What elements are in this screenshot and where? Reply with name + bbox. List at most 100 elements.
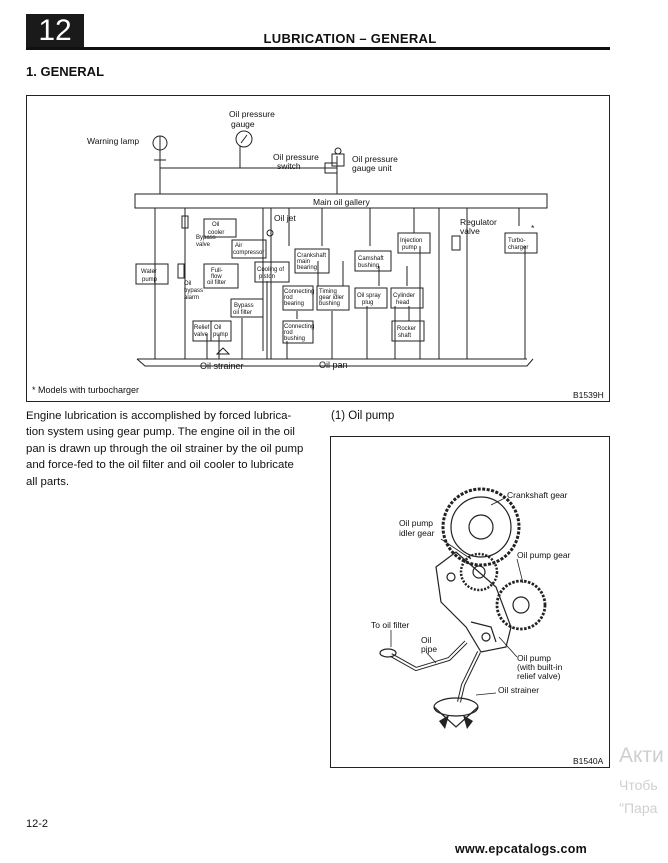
label-oil-cooler-2: cooler [208,230,224,236]
label-oil-bypass-alarm: Oil [184,281,191,287]
label-cooling-piston: Cooling of [257,267,284,273]
label-oil-spray: Oil spray [357,293,381,299]
cooling-piston-box [254,261,290,283]
bypass-filter-box [230,298,264,318]
label-turbocharger-2: charger [508,245,528,251]
air-compressor-box [231,239,267,259]
label-conrod-bushing-2: rod [284,330,293,336]
conrod-bearing-box [282,285,314,311]
label-oil-gauge-unit: Oil pressure [352,154,398,164]
label-oil-pump-2: pump [213,332,229,338]
turbocharger-footnote: * Models with turbocharger [32,385,139,395]
cylinder-head-box [390,287,424,309]
label-oil-pipe: Oil [421,635,432,645]
label-rocker-shaft: Rocker [397,326,416,332]
lubrication-flow-diagram: Oil pressure gauge Warning lamp Oil pres… [32,109,604,400]
label-full-flow-filter-2: flow [211,274,222,280]
idler-gear-shape [459,552,499,592]
label-bypass-filter: Bypass [234,303,254,309]
label-regulator-valve: Regulator [460,217,497,227]
label-turbo-star: * [531,223,535,233]
label-bypass-filter-2: oil filter [233,310,252,316]
label-injection-pump: Injection [400,238,422,244]
label-oil-pressure-gauge: Oil pressure [229,109,275,119]
body-line: tion system using gear pump. The engine … [26,426,295,439]
intake-arrow-right [463,715,473,729]
label-timing-idler-3: bushing [319,301,340,307]
header-rule [26,47,610,50]
label-oil-strainer-detail: Oil strainer [498,685,539,695]
label-air-compressor: Air [235,243,242,249]
section-heading: 1. GENERAL [26,64,105,79]
rocker-shaft-box [391,320,425,342]
oil-pump-box [210,320,232,342]
label-regulator-valve-2: valve [460,226,480,236]
label-oil-pump-gear: Oil pump gear [517,550,571,560]
watermark-line-2: Чтобь [619,777,658,793]
label-rocker-shaft-2: shaft [398,333,411,339]
body-line: pan is drawn up through the oil strainer… [26,442,304,455]
label-camshaft-bushing: Camshaft [358,256,384,262]
crankshaft-bearing-box [294,248,330,274]
label-crankshaft-bearing-2: main [297,259,310,265]
water-pump-box [135,263,169,285]
conrod-bushing-box [282,320,314,344]
relief-valve-box [192,320,212,342]
label-oil-bypass-alarm-3: alarm [184,295,199,301]
label-idler-gear: Oil pump [399,518,433,528]
label-oil-pan: Oil pan [319,360,348,370]
label-oil-gauge-unit-2: gauge unit [352,163,392,173]
footer-url[interactable]: www.epcatalogs.com [455,842,588,856]
label-full-flow-filter-3: oil filter [207,280,226,286]
label-turbocharger: Turbo- [508,238,525,244]
label-oil-pump: Oil [214,325,221,331]
oil-pump-diagram-frame: Crankshaft gear Oil pump idler gear Oil … [330,436,610,768]
oil-spray-box [354,287,388,309]
oil-pump-body-shape [435,551,512,653]
label-timing-idler: Timing [319,289,337,295]
label-cooling-piston-2: piston [259,274,275,280]
oil-gauge-unit-icon [331,153,345,167]
label-water-pump-2: pump [142,277,158,283]
watermark-line-1: Акти [619,744,664,767]
label-bypass-valve: Bypass [196,235,216,241]
lubrication-diagram-frame: Oil pressure gauge Warning lamp Oil pres… [26,95,610,402]
main-oil-gallery-box [134,193,548,209]
label-cylinder-head-2: head [396,300,409,306]
label-oil-pump-detail: Oil pump [517,653,551,663]
body-line: all parts. [26,475,70,488]
label-main-oil-gallery: Main oil gallery [313,197,370,207]
oil-pressure-gauge-icon [235,130,253,148]
label-oil-bypass-alarm-2: bypass [184,288,203,294]
label-relief-valve-2: valve [194,332,209,338]
label-oil-pressure-switch: Oil pressure [273,152,319,162]
label-bypass-valve-2: valve [196,242,211,248]
label-oil-pressure-switch-2: switch [277,161,301,171]
label-crankshaft-bearing-3: bearing [297,265,317,271]
label-conrod-bearing-3: bearing [284,301,304,307]
oil-pressure-switch-icon [324,162,338,174]
label-relief-valve: Relief [194,325,210,331]
timing-idler-box [316,285,350,311]
oil-pump-gear-shape [495,579,547,631]
label-camshaft-bushing-2: bushing [358,263,379,269]
label-conrod-bushing: Connecting [284,324,314,330]
regulator-valve-icon [451,235,461,251]
turbocharger-box [504,232,538,254]
label-oil-pump-detail-3: relief valve) [517,671,561,681]
page-number: 12-2 [26,818,49,830]
label-conrod-bearing-2: rod [284,295,293,301]
label-injection-pump-2: pump [402,245,418,251]
label-idler-gear-2: idler gear [399,528,435,538]
label-conrod-bearing: Connecting [284,289,314,295]
body-line: Engine lubrication is accomplished by fo… [26,410,292,422]
figure-code-1: B1539H [573,390,604,400]
label-air-compressor-2: compressor [233,250,264,256]
crankshaft-gear-shape [441,487,521,567]
sub-heading-oil-pump: (1) Oil pump [331,410,395,422]
label-full-flow-filter: Full- [211,268,223,274]
label-crankshaft-bearing: Crankshaft [297,253,326,259]
label-water-pump: Water [141,269,157,275]
label-oil-cooler: Oil [212,222,219,228]
full-flow-filter-box [203,263,239,289]
